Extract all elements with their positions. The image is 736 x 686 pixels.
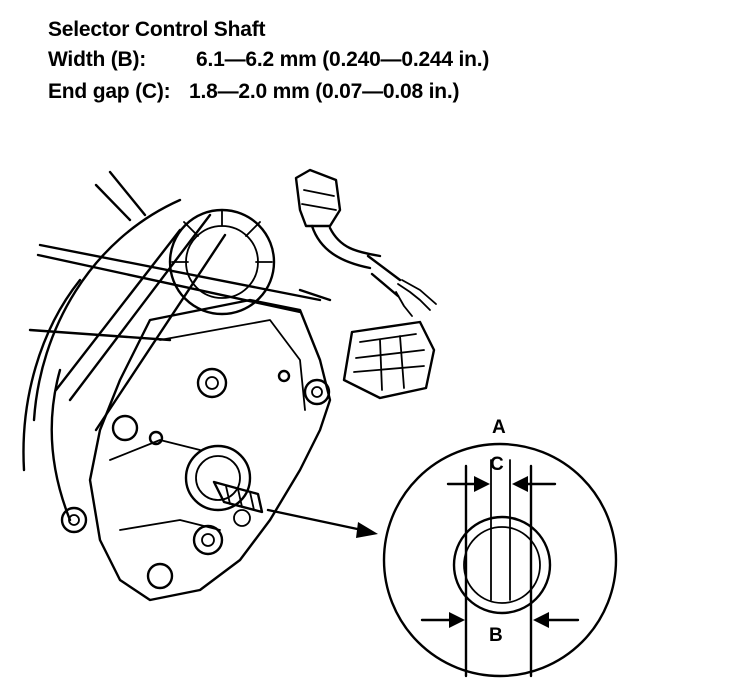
wire-harness-connector [294, 168, 437, 400]
end-gap-spec-label: End gap (C): [48, 80, 171, 103]
end-gap-spec-value: 1.8—2.0 mm (0.07—0.08 in.) [189, 80, 460, 103]
detail-pointer-arrow [266, 508, 378, 538]
width-spec-value: 6.1—6.2 mm (0.240—0.244 in.) [196, 48, 490, 71]
callout-a: A [492, 417, 506, 438]
transmission-housing [22, 170, 332, 602]
callout-c: C [490, 454, 504, 475]
diagram-title: Selector Control Shaft [48, 18, 266, 41]
width-spec-label: Width (B): [48, 48, 147, 71]
width-spec: Width (B): 6.1—6.2 mm (0.240—0.244 in.) [48, 48, 489, 71]
callout-b: B [489, 625, 503, 646]
end-gap-spec: End gap (C): 1.8—2.0 mm (0.07—0.08 in.) [48, 80, 459, 103]
detail-view [382, 442, 618, 678]
